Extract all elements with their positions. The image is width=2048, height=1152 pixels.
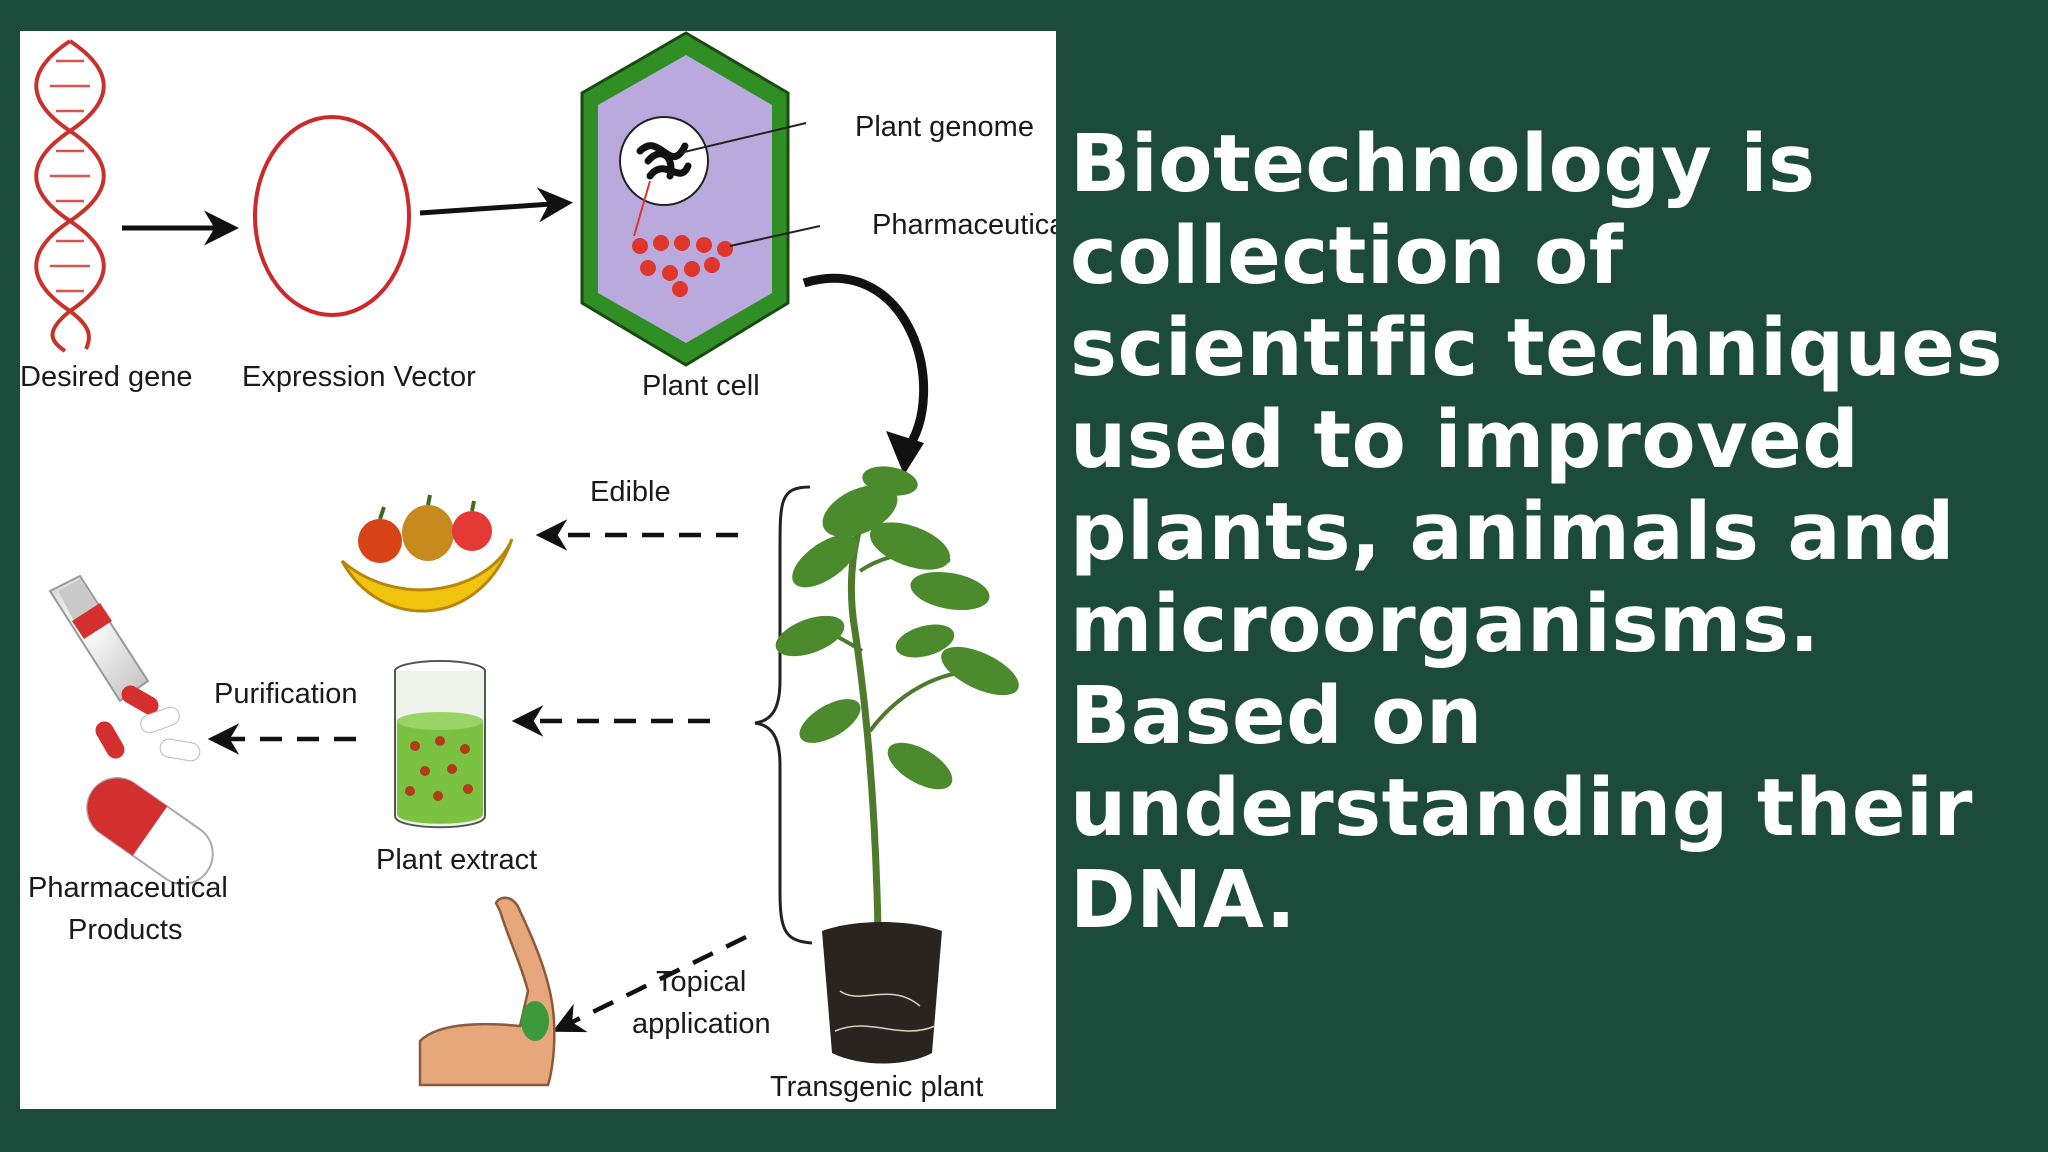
edible-label: Edible (590, 476, 671, 508)
plant-cell-label: Plant cell (642, 370, 760, 402)
beaker-icon (394, 660, 486, 829)
plant-cell-icon (580, 31, 790, 367)
transgenic-plant-label: Transgenic plant (770, 1071, 983, 1103)
arrow-vector-to-cell (419, 187, 573, 223)
topical-label-line1: Topical (656, 966, 746, 998)
pointer-pharmaceutical (729, 225, 821, 247)
arrow-cell-to-plant (802, 273, 929, 454)
pharmaceutical-label: Pharmaceutical (872, 209, 1056, 241)
pill-bottle-icon (48, 574, 214, 885)
pharmaceutical-products-label-line2: Products (68, 914, 182, 946)
biotech-flow-diagram: Desired gene Expression Vector Plant gen… (20, 31, 1056, 1103)
diagram-panel: Desired gene Expression Vector Plant gen… (20, 31, 1056, 1109)
plasmid-icon (253, 115, 411, 317)
branch-brace (754, 485, 813, 945)
plant-icon (775, 466, 1019, 1064)
arm-icon (418, 896, 556, 1087)
expression-vector-label: Expression Vector (242, 361, 476, 393)
headline-text: Biotechnology is collection of scientifi… (1070, 118, 2004, 946)
topical-label-line2: application (632, 1008, 771, 1040)
plant-extract-label: Plant extract (376, 844, 537, 876)
purification-label: Purification (214, 678, 357, 710)
pharmaceutical-products-label-line1: Pharmaceutical (28, 872, 228, 904)
pointer-plant-genome (679, 122, 807, 154)
dna-icon (34, 39, 106, 353)
plant-genome-label: Plant genome (855, 111, 1034, 143)
desired-gene-label: Desired gene (20, 361, 193, 393)
fruits-icon (340, 494, 514, 613)
